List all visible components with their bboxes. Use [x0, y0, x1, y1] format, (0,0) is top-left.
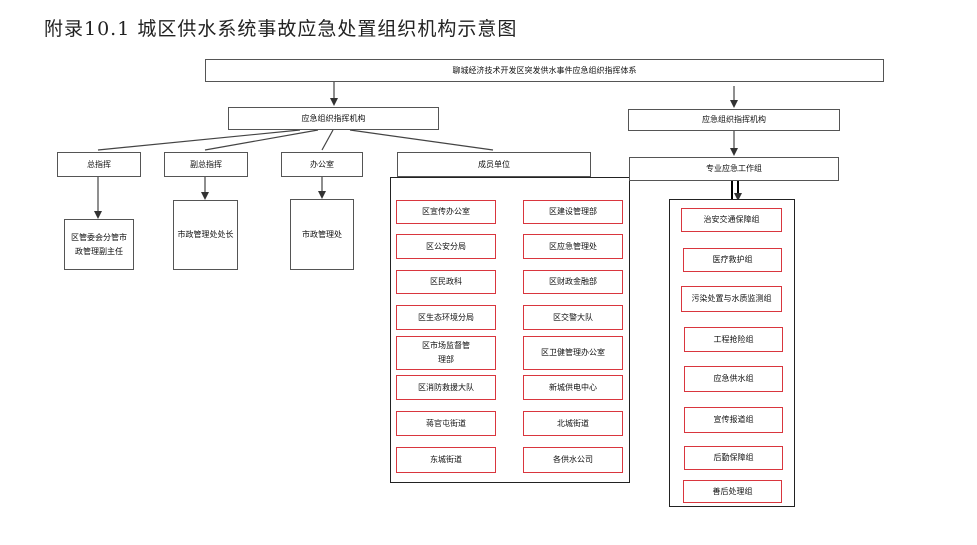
member-units-box: 成员单位: [397, 152, 591, 177]
member-unit-right: 区卫健管理办公室: [523, 336, 623, 370]
office-leaf: 市政管理处: [290, 199, 354, 270]
member-unit-left: 区市场监督管理部: [396, 336, 496, 370]
member-unit-left: 区消防救援大队: [396, 375, 496, 400]
commander-box: 总指挥: [57, 152, 141, 177]
left-command-org: 应急组织指挥机构: [228, 107, 439, 130]
member-unit-left: 蒋官屯街道: [396, 411, 496, 436]
right-command-org: 应急组织指挥机构: [628, 109, 840, 131]
work-team-box: 专业应急工作组: [629, 157, 839, 181]
member-unit-right: 区建设管理部: [523, 200, 623, 224]
work-group: 工程抢险组: [684, 327, 783, 352]
work-group: 宣传报道组: [684, 407, 783, 433]
member-unit-left: 区生态环境分局: [396, 305, 496, 330]
member-unit-left: 区公安分局: [396, 234, 496, 259]
commander-leaf: 区管委会分管市政管理副主任: [64, 219, 134, 270]
office-box: 办公室: [281, 152, 363, 177]
work-group: 医疗救护组: [683, 248, 782, 272]
member-unit-left: 区宣传办公室: [396, 200, 496, 224]
vice-commander-leaf: 市政管理处处长: [173, 200, 238, 270]
work-group: 污染处置与水质监测组: [681, 286, 782, 312]
member-unit-right: 区财政金融部: [523, 270, 623, 294]
work-group: 善后处理组: [683, 480, 782, 503]
member-unit-right: 区应急管理处: [523, 234, 623, 259]
work-group: 应急供水组: [684, 366, 783, 392]
member-unit-right: 新城供电中心: [523, 375, 623, 400]
work-group: 后勤保障组: [684, 446, 783, 470]
page-title: 附录10.1 城区供水系统事故应急处置组织机构示意图: [44, 18, 518, 40]
top-command-system: 聊城经济技术开发区突发供水事件应急组织指挥体系: [205, 59, 884, 82]
vice-commander-box: 副总指挥: [164, 152, 248, 177]
member-unit-right: 北城街道: [523, 411, 623, 436]
work-group: 治安交通保障组: [681, 208, 782, 232]
member-unit-left: 区民政科: [396, 270, 496, 294]
member-unit-right: 各供水公司: [523, 447, 623, 473]
member-unit-right: 区交警大队: [523, 305, 623, 330]
member-unit-left: 东城街道: [396, 447, 496, 473]
